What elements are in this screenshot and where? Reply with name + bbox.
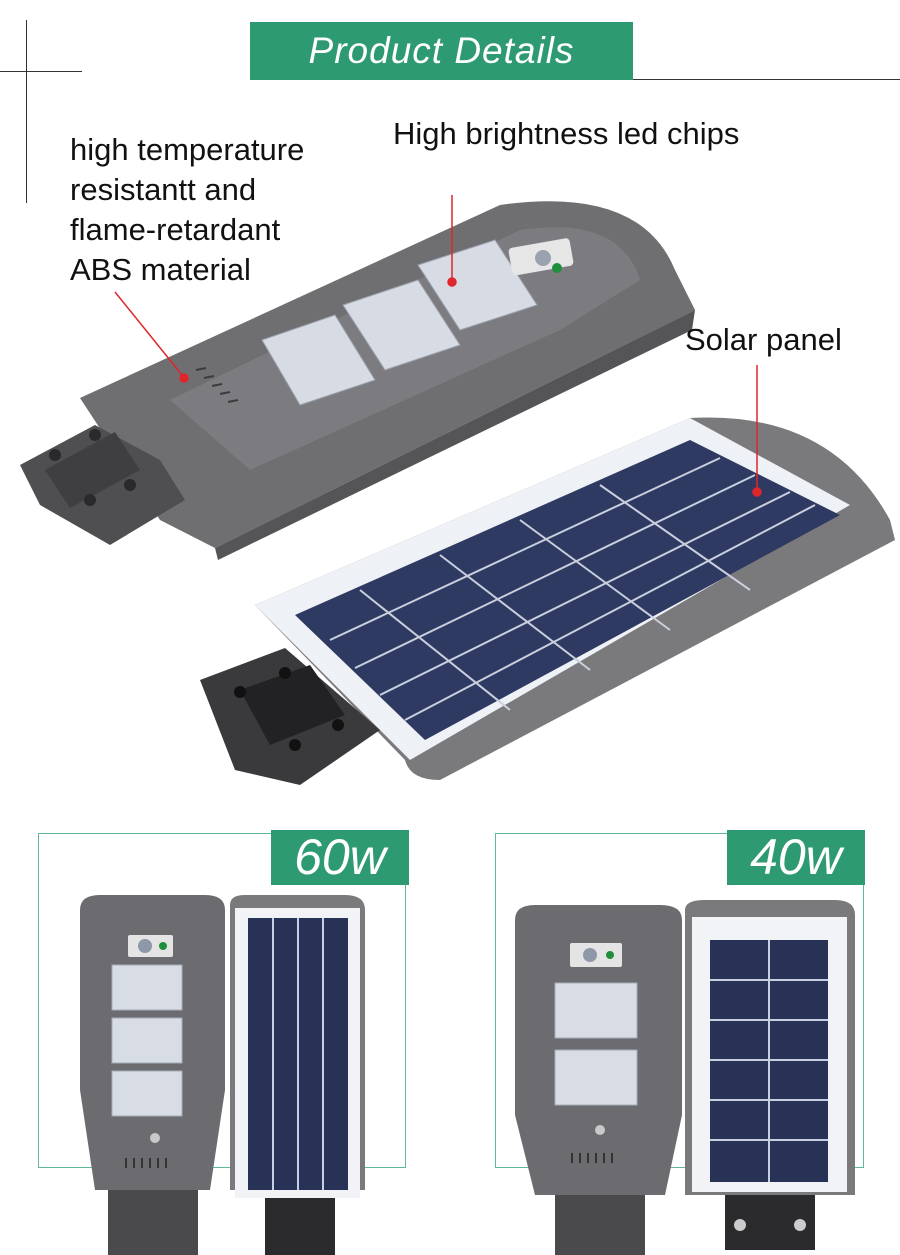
product-illustration xyxy=(20,195,895,785)
variant-40w-frame xyxy=(495,833,864,1168)
header-badge xyxy=(250,22,633,80)
solar-unit xyxy=(200,417,895,785)
variant-60w-frame xyxy=(38,833,406,1168)
led-module-3 xyxy=(417,239,538,331)
variant-60w-image xyxy=(80,895,365,1255)
callout-material-line-1: high temperature xyxy=(70,132,305,167)
led-module-1 xyxy=(261,314,376,406)
callout-material-line-4: ABS material xyxy=(70,252,251,287)
led-housing xyxy=(20,201,695,560)
variant-40w-image xyxy=(515,900,855,1255)
callout-solar-panel: Solar panel xyxy=(685,322,842,357)
page-title: Product Details xyxy=(308,30,575,71)
corner-mark xyxy=(26,20,27,203)
callout-material-line-2: resistantt and xyxy=(70,172,257,207)
variant-60w-badge: 60w xyxy=(271,830,409,885)
callout-material-line-3: flame-retardant xyxy=(70,212,281,247)
callout-led-chips: High brightness led chips xyxy=(393,116,740,151)
led-module-2 xyxy=(342,279,461,371)
header-rule-right xyxy=(633,79,900,80)
header-rule xyxy=(0,71,82,72)
variant-40w-badge: 40w xyxy=(727,830,865,885)
